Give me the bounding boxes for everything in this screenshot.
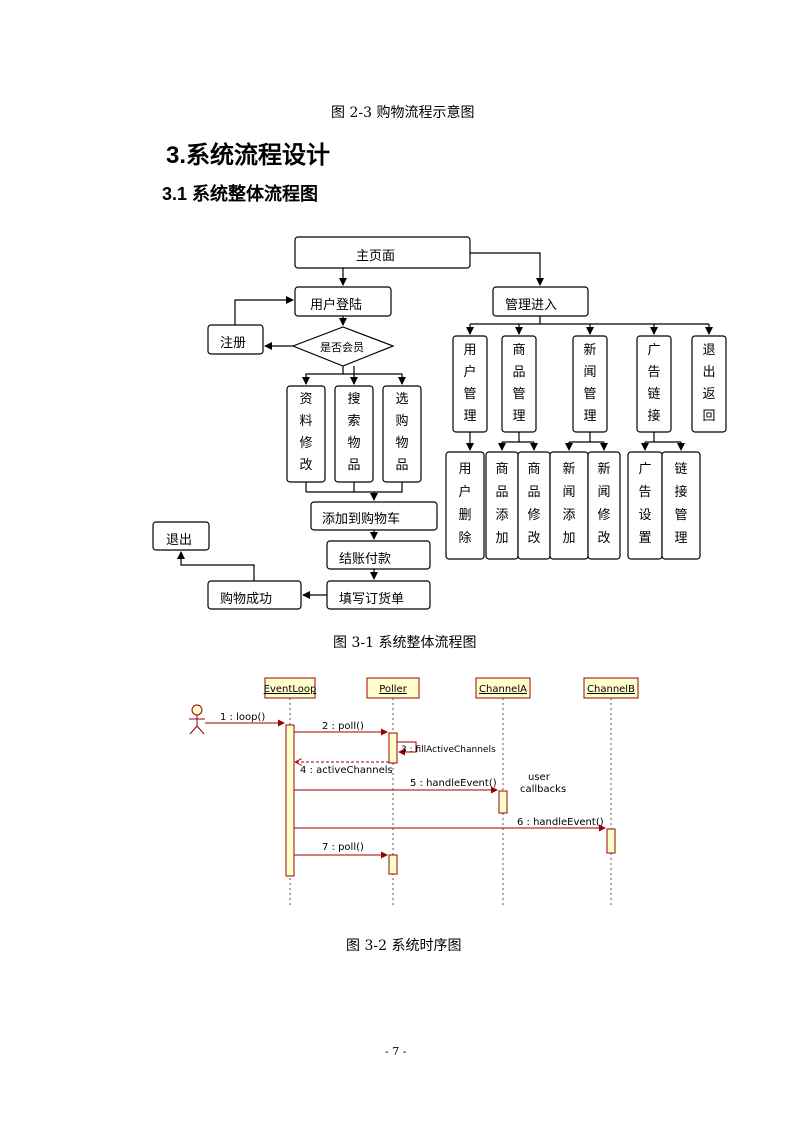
goods-add-label: 商品添加	[495, 462, 509, 546]
lifeline-channelb-head	[583, 677, 639, 699]
select-goods-label: 选购物品	[395, 392, 409, 473]
main-page-label: 主页面	[356, 249, 396, 264]
lifeline-eventloop-head	[264, 677, 316, 699]
lifeline-channela-label: ChannelA	[479, 684, 527, 695]
news-manage-label: 新闻管理	[583, 343, 597, 424]
activation-poller-1	[388, 732, 398, 764]
user-delete-box	[445, 451, 485, 560]
message-1-label: 1 : loop()	[220, 712, 265, 723]
user-login-label: 用户登陆	[310, 298, 363, 313]
exit-label: 退出	[166, 533, 193, 548]
actor-icon	[189, 704, 205, 735]
exit-return-label: 退出返回	[702, 343, 716, 424]
edit-profile-label: 资料修改	[299, 392, 313, 473]
goods-manage-label: 商品管理	[512, 343, 526, 424]
link-manage-label: 链接管理	[674, 462, 688, 546]
add-to-cart-label: 添加到购物车	[322, 512, 401, 527]
admin-enter-label: 管理进入	[505, 298, 558, 313]
activation-channela	[498, 790, 508, 814]
note-line-1: user	[528, 772, 551, 783]
ad-link-label: 广告链接	[647, 343, 661, 424]
message-7-label: 7 : poll()	[322, 842, 364, 853]
user-delete-label: 用户删除	[458, 462, 472, 546]
note-line-2: callbacks	[520, 784, 566, 795]
lifeline-eventloop-label: EventLoop	[264, 684, 317, 695]
message-6-label: 6 : handleEvent()	[517, 817, 604, 828]
activation-poller-2	[388, 854, 398, 875]
news-modify-label: 新闻修改	[597, 462, 611, 546]
checkout-box	[326, 540, 431, 570]
checkout-label: 结账付款	[339, 552, 392, 567]
heading-system-flow-design: 3.系统流程设计	[166, 142, 331, 169]
heading-overall-flowchart: 3.1 系统整体流程图	[162, 184, 319, 204]
fill-order-label: 填写订货单	[339, 592, 405, 607]
news-add-label: 新闻添加	[562, 462, 576, 546]
is-member-label: 是否会员	[320, 341, 364, 354]
lifeline-channelb-label: ChannelB	[587, 684, 635, 695]
system-flowchart	[152, 236, 727, 610]
goods-modify-label: 商品修改	[527, 462, 541, 546]
figure-caption-3-1: 图 3-1 系统整体流程图	[333, 635, 477, 651]
page-number: - 7 -	[385, 1045, 407, 1058]
exit-return-box	[691, 335, 727, 433]
figure-caption-2-3: 图 2-3 购物流程示意图	[331, 105, 475, 121]
activation-channelb	[606, 828, 616, 854]
activation-eventloop	[285, 724, 295, 877]
lifeline-channela-head	[475, 677, 531, 699]
message-5-label: 5 : handleEvent()	[410, 778, 497, 789]
search-goods-label: 搜索物品	[347, 392, 361, 473]
purchase-success-label: 购物成功	[220, 592, 273, 607]
lifeline-poller-label: Poller	[379, 684, 408, 695]
message-3-label: 3 : fillActiveChannels	[401, 745, 496, 755]
user-manage-label: 用户管理	[463, 343, 477, 424]
register-label: 注册	[220, 336, 247, 351]
news-modify-box	[587, 451, 621, 560]
exit-box	[152, 521, 210, 551]
message-4-label: 4 : activeChannels	[300, 765, 393, 776]
figure-caption-3-2: 图 3-2 系统时序图	[346, 938, 462, 954]
message-2-label: 2 : poll()	[322, 721, 364, 732]
lifeline-poller-head	[366, 677, 420, 699]
is-member-decision	[291, 326, 395, 367]
link-manage-box	[661, 451, 701, 560]
ad-setting-label: 广告设置	[638, 462, 652, 546]
